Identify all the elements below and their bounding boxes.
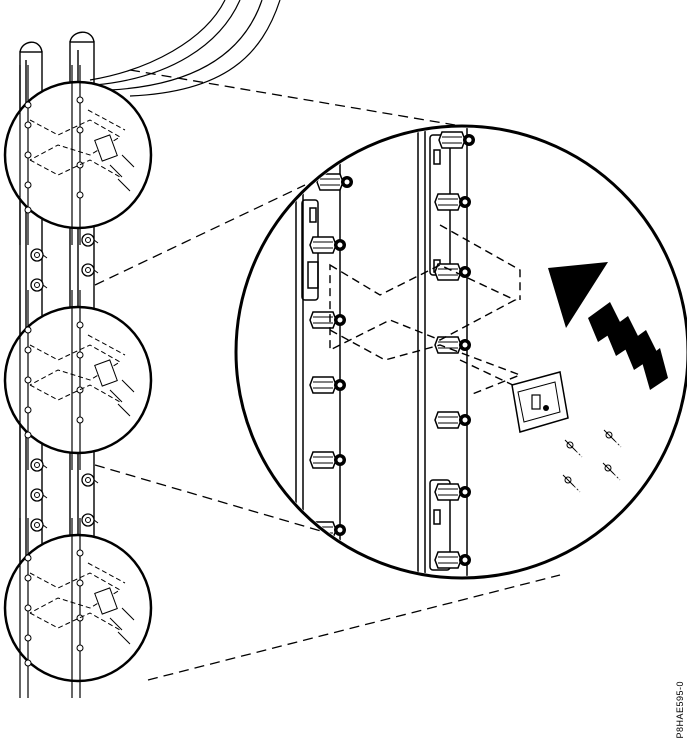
direction-arrow-icon	[548, 262, 668, 390]
cable-bundle	[89, 0, 281, 97]
mounting-bracket	[511, 371, 569, 433]
plate-outlines	[329, 224, 556, 406]
detail-circle-top	[3, 64, 153, 246]
detail-circle-middle	[3, 289, 153, 471]
figure-id-label: P8HAE595-0	[675, 681, 685, 739]
detail-circle-bottom	[3, 517, 153, 699]
magnified-view	[234, 124, 687, 580]
callout-lines	[94, 69, 561, 681]
